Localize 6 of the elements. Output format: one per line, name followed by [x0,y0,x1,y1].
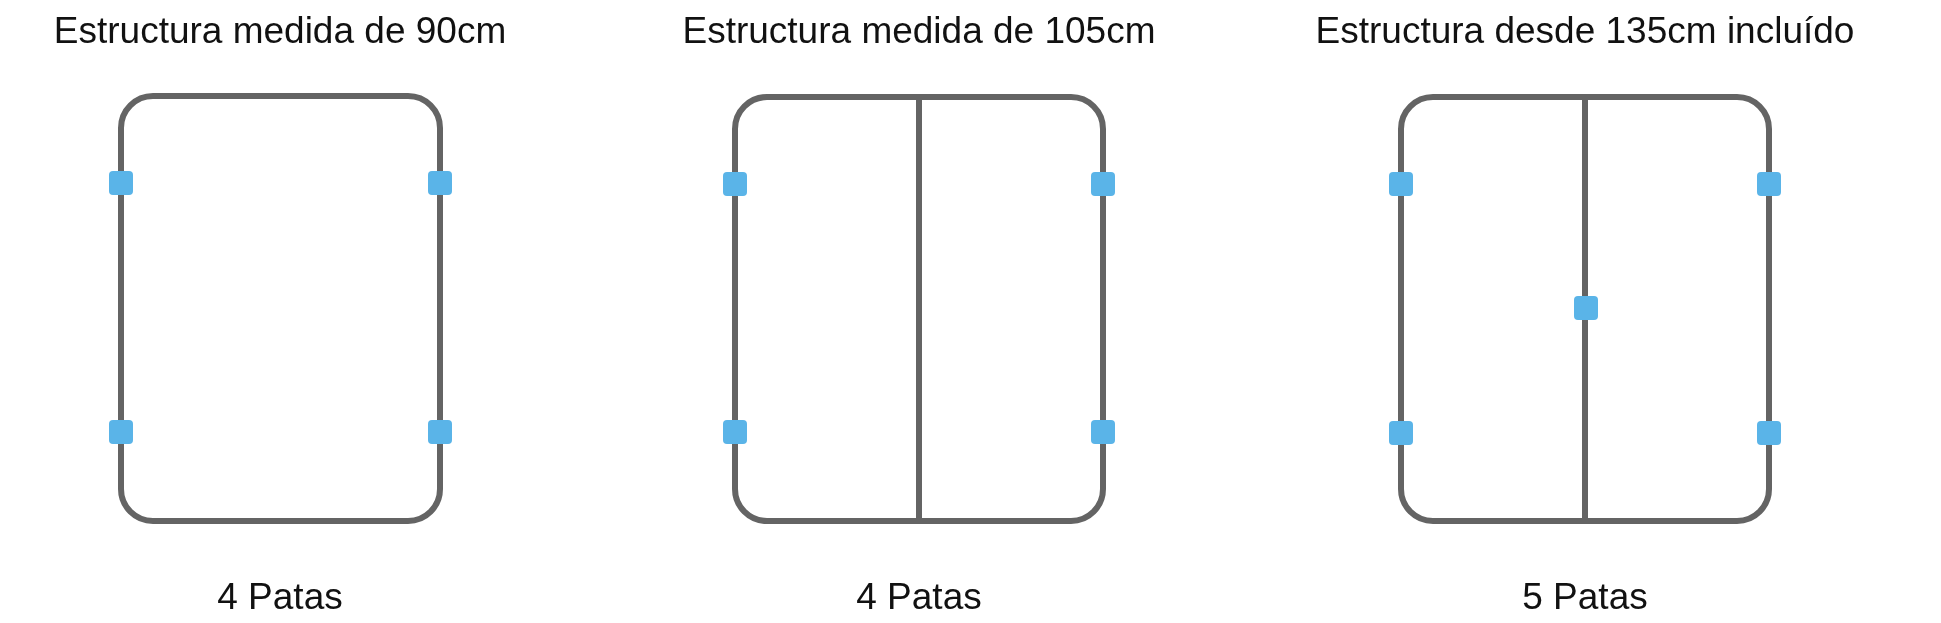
frame-title: Estructura medida de 105cm [681,9,1157,53]
frame-title: Estructura desde 135cm incluído [1314,9,1856,53]
frame-title: Estructura medida de 90cm [52,9,508,53]
leg-count-label: 4 Patas [856,575,982,619]
leg-count-label: 4 Patas [217,575,343,619]
leg-count-label: 5 Patas [1522,575,1648,619]
